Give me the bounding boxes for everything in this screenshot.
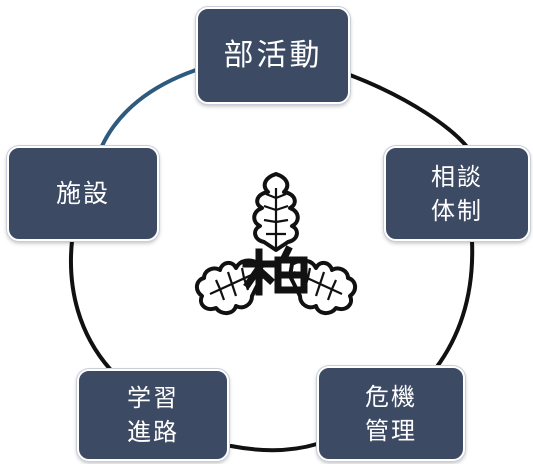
node-learning-career: 学習 進路: [77, 369, 229, 461]
ring-arc-left: [68, 239, 112, 371]
emblem-kashiwa-character: [242, 245, 308, 296]
node-consultation-system-label: 相談 体制: [431, 162, 483, 225]
ring-arc-bottom: [229, 442, 319, 453]
node-crisis-management: 危機 管理: [317, 366, 465, 461]
school-emblem-logo: [195, 172, 357, 315]
emblem-leaf-left: [195, 258, 264, 315]
node-consultation-system: 相談 体制: [384, 146, 530, 241]
node-learning-career-label: 学習 進路: [127, 384, 179, 446]
node-facilities-label: 施設: [55, 178, 110, 208]
ring-arc-top-left: [100, 68, 198, 148]
node-facilities: 施設: [7, 146, 159, 241]
ring-arc-top-right: [348, 73, 470, 150]
node-club-activities-label: 部活動: [223, 37, 323, 73]
node-crisis-management-label: 危機 管理: [365, 382, 417, 445]
node-club-activities: 部活動: [196, 7, 350, 104]
ring-arc-right: [434, 239, 475, 370]
